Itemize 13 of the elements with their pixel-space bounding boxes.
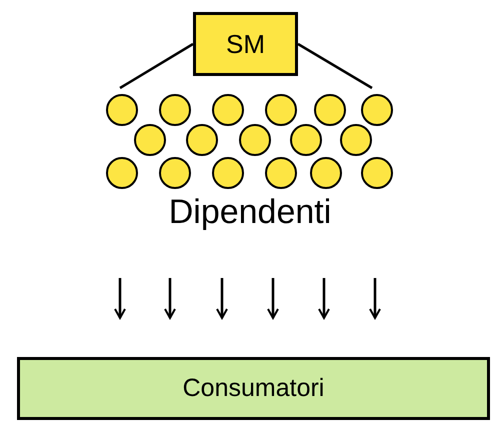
connector-line [119,42,194,90]
arrow [369,278,381,319]
arrow [114,278,126,319]
arrow [164,278,176,319]
process-box [17,357,490,420]
process-box [193,12,298,76]
arrow [216,278,228,319]
node-label: Dipendenti [168,195,332,229]
node-label: SM [226,28,265,60]
arrow [267,278,279,319]
connector-line [297,42,373,90]
arrow [318,278,330,319]
node-label: Consumatori [182,372,324,404]
